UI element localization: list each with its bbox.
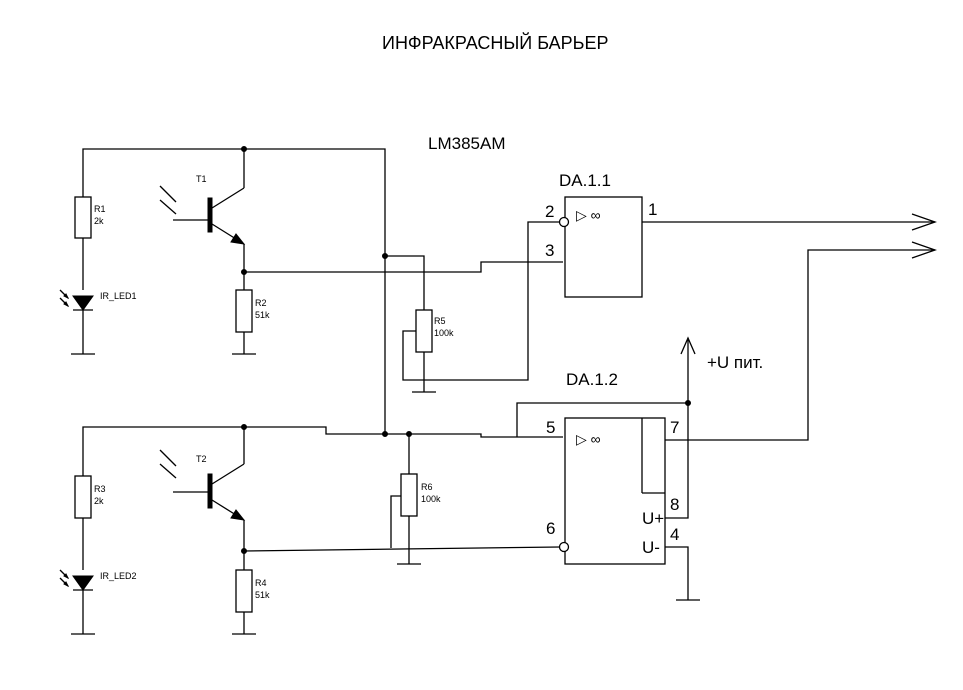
r5-value: 100k [434, 328, 454, 338]
da1-label: DA.1.1 [559, 171, 611, 190]
wiper-wire-to-pin2 [402, 221, 560, 381]
resistor-r3 [74, 475, 92, 519]
ground-wire [665, 546, 689, 600]
wire-to-pin5 [385, 433, 563, 438]
led1-label: IR_LED1 [100, 291, 137, 301]
r1-value: 2k [94, 216, 104, 226]
inverting-input-bubble [558, 216, 570, 228]
r3-name: R3 [94, 484, 106, 494]
output-1-arrow [911, 213, 937, 231]
opamp-symbol: ▷ ∞ [576, 207, 601, 223]
junction-dot [685, 400, 691, 406]
wiper-wire [390, 495, 401, 548]
t2-label: T2 [196, 454, 207, 464]
output-2-wire [665, 249, 935, 441]
output-2-arrow [911, 241, 937, 259]
resistor-r4 [235, 569, 253, 613]
r5-name: R5 [434, 316, 446, 326]
diagram-title: ИНФРАКРАСНЫЙ БАРЬЕР [382, 32, 608, 53]
pin-5-label: 5 [546, 418, 555, 437]
lower-rail-wire [82, 426, 385, 490]
chip-label: LM385AM [428, 134, 505, 153]
wire-to-pin3 [244, 261, 563, 273]
resistor-r5 [415, 309, 433, 353]
wire [385, 255, 425, 310]
pin-2-label: 2 [545, 202, 554, 221]
opamp-da1-1 [564, 196, 643, 298]
lower-circuit: R3 2k IR_LED2 T2 R4 51k [59, 241, 937, 635]
pin-6-label: 6 [546, 519, 555, 538]
pin-4-label: 4 [670, 525, 679, 544]
power-arrow [680, 336, 696, 355]
r3-value: 2k [94, 496, 104, 506]
da2-label: DA.1.2 [566, 370, 618, 389]
transistor-t2 [159, 427, 246, 570]
top-rail-wire [82, 148, 386, 432]
pin-1-label: 1 [648, 200, 657, 219]
r2-value: 51k [255, 310, 270, 320]
upper-circuit: R1 2k IR_LED1 T1 R2 51 [59, 146, 937, 432]
power-label: +U пит. [707, 353, 763, 372]
wire-to-pin6 [243, 546, 561, 552]
led2-label: IR_LED2 [100, 571, 137, 581]
junction-dot [241, 146, 247, 152]
ir-led2 [59, 569, 94, 591]
t1-label: T1 [196, 174, 207, 184]
ir-led1 [59, 289, 94, 311]
r6-value: 100k [421, 494, 441, 504]
r2-name: R2 [255, 298, 267, 308]
vplus-label: U+ [642, 509, 664, 528]
r6-name: R6 [421, 482, 433, 492]
r4-value: 51k [255, 590, 270, 600]
resistor-r6 [400, 473, 418, 517]
r4-name: R4 [255, 578, 267, 588]
resistor-r2 [235, 289, 253, 333]
inverting-input-bubble [558, 541, 570, 553]
transistor-t1 [159, 149, 246, 290]
r1-name: R1 [94, 204, 106, 214]
resistor-r1 [74, 196, 92, 239]
pin-8-label: 8 [670, 495, 679, 514]
pin-3-label: 3 [545, 241, 554, 260]
opamp-da1-2 [564, 417, 666, 565]
vminus-label: U- [642, 538, 660, 557]
pin-7-label: 7 [670, 418, 679, 437]
opamp-symbol: ▷ ∞ [576, 431, 601, 447]
